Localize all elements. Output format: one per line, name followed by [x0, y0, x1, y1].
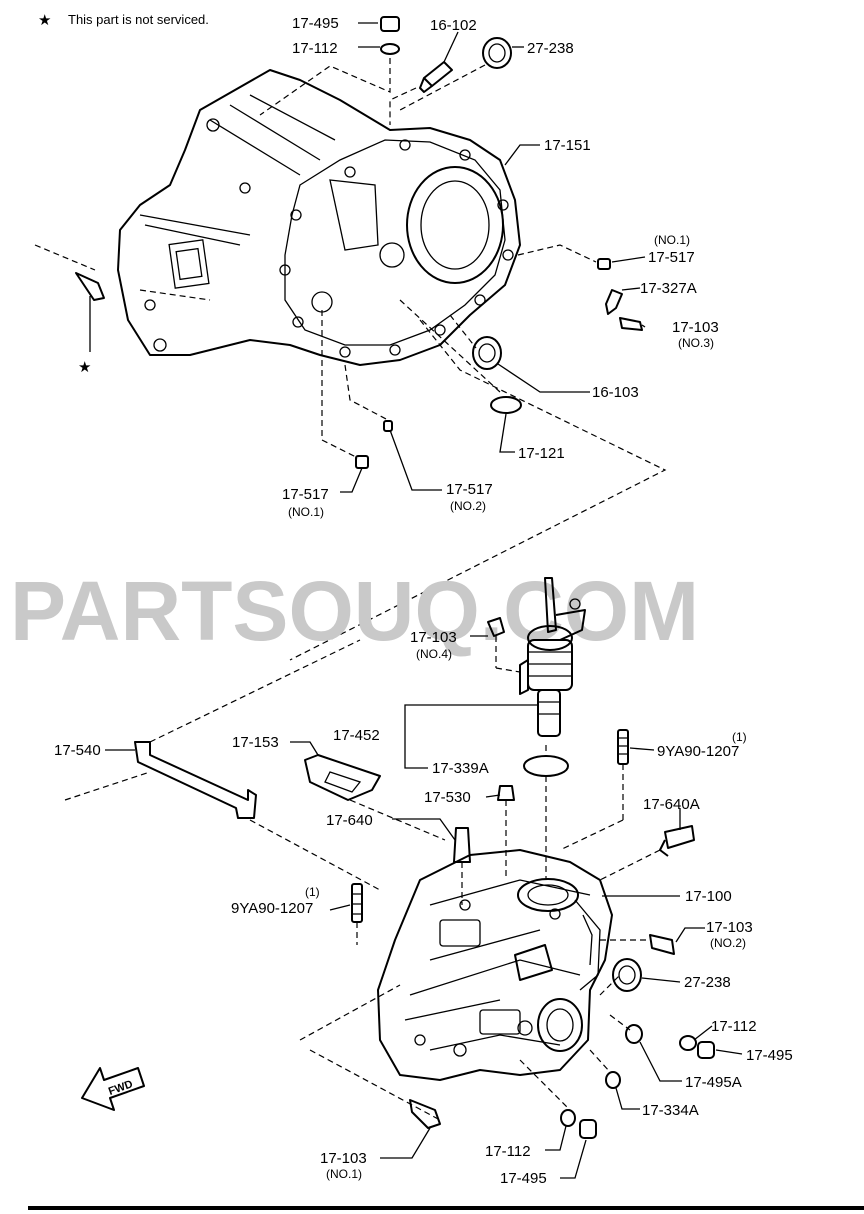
- stud-lower: [351, 883, 363, 945]
- callout-17-495a: 17-495A: [685, 1074, 742, 1091]
- callout-17-121: 17-121: [518, 445, 565, 462]
- callout-17-103-no3: 17-103: [672, 319, 719, 336]
- callout-17-495-right: 17-495: [746, 1047, 793, 1064]
- sensors-plugs: [453, 785, 695, 905]
- watermark: PARTSOUQ.COM: [10, 564, 699, 658]
- callout-17-334a: 17-334A: [642, 1102, 699, 1119]
- note-text: This part is not serviced.: [68, 12, 209, 27]
- callout-27-238-top: 27-238: [527, 40, 574, 57]
- clutch-housing-drawing: [117, 69, 521, 366]
- callout-17-327a: 17-327A: [640, 280, 697, 297]
- callout-labels: 17-495 17-112 16-102 27-238 17-151 (NO.1…: [54, 15, 793, 1187]
- star-marker-icon: ★: [78, 359, 91, 376]
- callout-17-103-no3-sub: (NO.3): [678, 336, 714, 350]
- callout-17-103-no4: 17-103: [410, 629, 457, 646]
- transaxle-case-drawing: [377, 849, 613, 1081]
- lower-small-parts: [299, 934, 715, 1139]
- callout-16-103: 16-103: [592, 384, 639, 401]
- callout-9ya90-lower-qty: (1): [305, 885, 320, 899]
- callout-17-112-bottom: 17-112: [485, 1143, 531, 1160]
- bracket-17-540: [64, 639, 381, 891]
- upper-small-parts: ★: [75, 16, 643, 469]
- leader-lines: [105, 22, 743, 1179]
- callout-17-640: 17-640: [326, 812, 373, 829]
- callout-16-102: 16-102: [430, 17, 477, 34]
- callout-17-530: 17-530: [424, 789, 471, 806]
- callout-17-517-no2-sub: (NO.2): [450, 499, 486, 513]
- upper-assembly-lines: [34, 58, 667, 661]
- callout-9ya90-upper-qty: (1): [732, 730, 747, 744]
- callout-17-452: 17-452: [333, 727, 380, 744]
- fwd-arrow-icon: FWD: [81, 1067, 145, 1111]
- callout-17-112-right: 17-112: [711, 1018, 757, 1035]
- callout-9ya90-lower: 9YA90-1207: [231, 900, 313, 917]
- callout-17-339a: 17-339A: [432, 760, 489, 777]
- callout-17-640a: 17-640A: [643, 796, 700, 813]
- callout-9ya90-upper: 9YA90-1207: [657, 743, 739, 760]
- callout-17-103-no1-sub: (NO.1): [326, 1167, 362, 1181]
- callout-17-153: 17-153: [232, 734, 279, 751]
- callout-17-517-no1-left: 17-517: [282, 486, 329, 503]
- callout-17-495-top: 17-495: [292, 15, 339, 32]
- callout-17-517-no2: 17-517: [446, 481, 493, 498]
- callout-27-238-bottom: 27-238: [684, 974, 731, 991]
- callout-17-103-no4-sub: (NO.4): [416, 647, 452, 661]
- callout-17-517-no1-left-sub: (NO.1): [288, 505, 324, 519]
- shift-selector-drawing: [487, 577, 586, 880]
- not-serviced-note: ★ This part is not serviced.: [38, 12, 209, 29]
- callout-17-517-no1-sub: (NO.1): [654, 233, 690, 247]
- callout-17-495-bottom: 17-495: [500, 1170, 547, 1187]
- callout-17-103-no2: 17-103: [706, 919, 753, 936]
- callout-17-100: 17-100: [685, 888, 732, 905]
- stud-upper: [559, 729, 629, 851]
- callout-17-103-no1: 17-103: [320, 1150, 367, 1167]
- callout-17-517-no1-right: 17-517: [648, 249, 695, 266]
- callout-17-112-top: 17-112: [292, 40, 338, 57]
- star-icon: ★: [38, 12, 51, 29]
- callout-17-103-no2-sub: (NO.2): [710, 936, 746, 950]
- callout-17-540: 17-540: [54, 742, 101, 759]
- callout-17-151: 17-151: [544, 137, 591, 154]
